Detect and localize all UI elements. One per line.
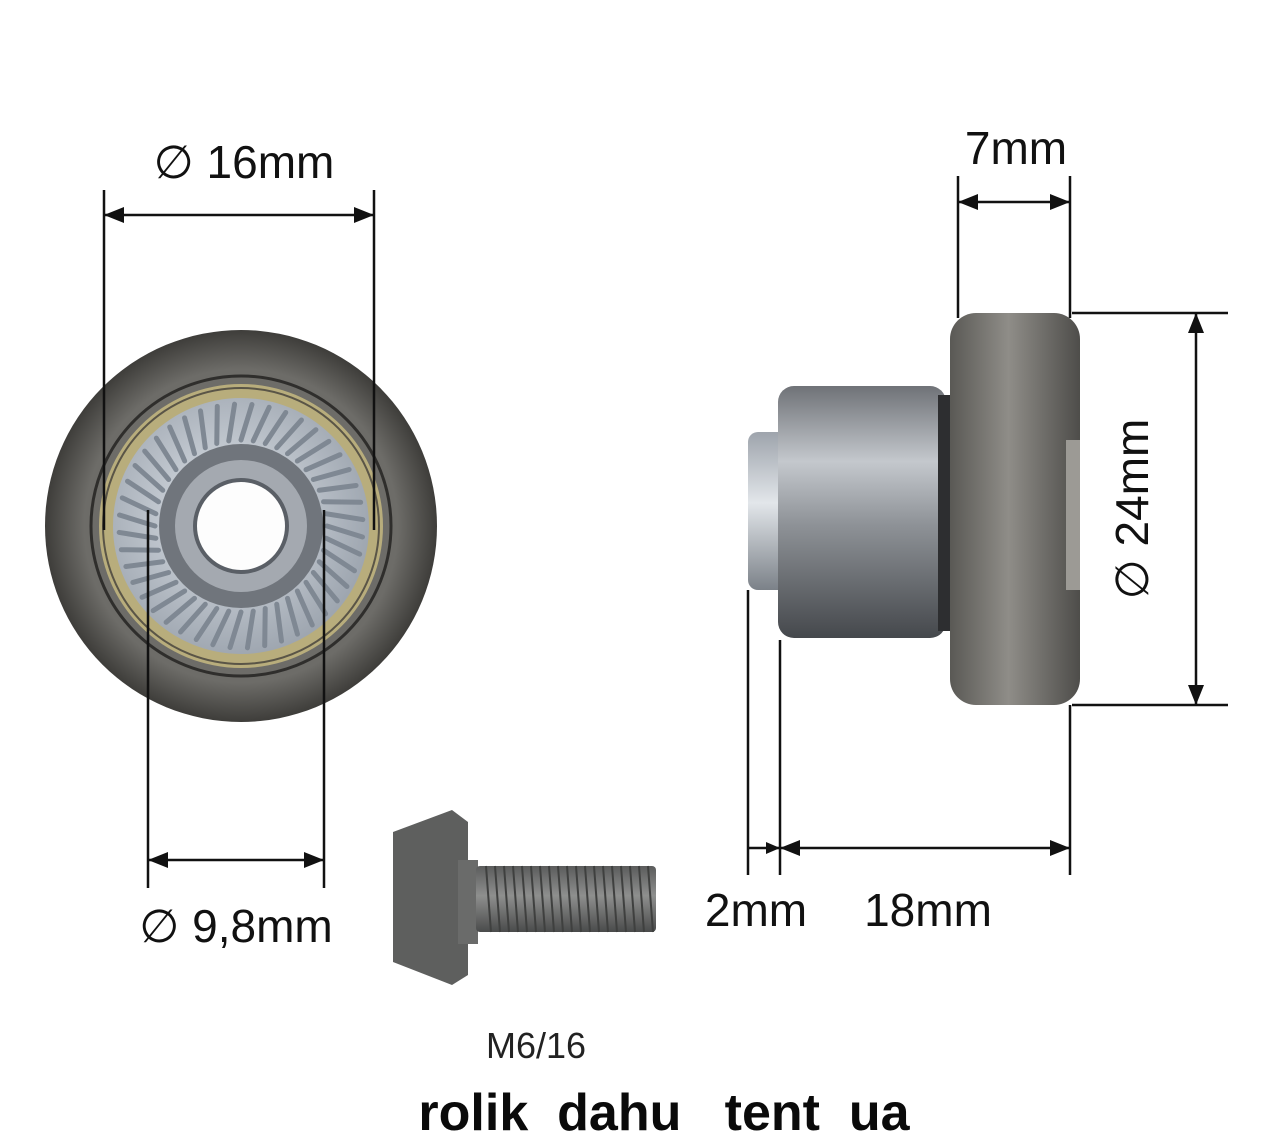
roller-tire-groove <box>89 374 393 678</box>
spring-washer-teeth <box>116 401 366 651</box>
roller-tire-side <box>950 313 1080 705</box>
label-tire-width: 7mm <box>965 122 1067 174</box>
label-inner-diameter: ∅ 9,8mm <box>139 900 332 952</box>
bolt-m6 <box>393 810 656 985</box>
label-tire-diameter: ∅ 24mm <box>1106 419 1158 600</box>
bolt-shank <box>476 866 656 932</box>
body-shadow <box>938 395 952 631</box>
bolt-label: M6/16 <box>486 1025 586 1066</box>
label-outer-diameter: ∅ 16mm <box>154 136 335 188</box>
dimension-inner-diameter: ∅ 9,8mm <box>139 510 333 952</box>
bolt-threads <box>485 865 654 933</box>
bolt-flange <box>458 860 478 944</box>
dimension-length: 2mm 18mm <box>705 590 1072 936</box>
roller-body <box>778 386 946 638</box>
tire-face-edge <box>1066 440 1080 590</box>
dimension-tire-diameter: ∅ 24mm <box>1072 311 1228 707</box>
label-offset: 2mm <box>705 884 807 936</box>
roller-side-view <box>748 313 1080 705</box>
brand-caption: rolik dahu tent ua <box>418 1084 910 1138</box>
bolt-head <box>393 810 468 985</box>
label-body-length: 18mm <box>864 884 992 936</box>
roller-front-view <box>45 330 437 722</box>
axle-bore <box>193 478 289 574</box>
dimension-outer-diameter: ∅ 16mm <box>102 136 376 530</box>
dimension-tire-width: 7mm <box>956 122 1072 318</box>
